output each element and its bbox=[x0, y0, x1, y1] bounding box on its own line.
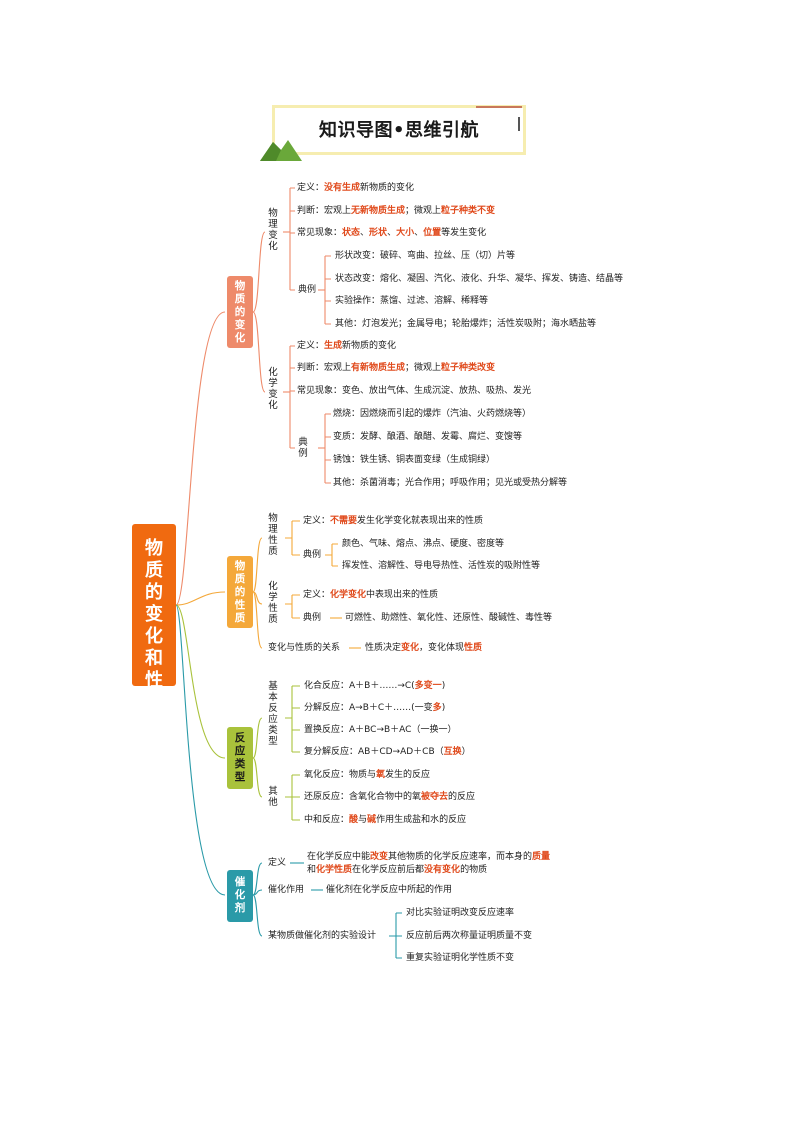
catalyst-experiment-item: 对比实验证明改变反应速率 bbox=[406, 908, 515, 918]
catalyst-definition-line2: 和化学性质在化学反应前后都没有变化的物质 bbox=[307, 865, 488, 875]
basic-reaction-item: 化合反应：A＋B＋……→C(多变一) bbox=[304, 681, 446, 691]
other-reaction-label: 其他 bbox=[268, 786, 278, 808]
category-reaction: 反应类型 bbox=[227, 727, 253, 789]
other-reaction-item: 还原反应：含氧化合物中的氧被夺去的反应 bbox=[304, 792, 476, 802]
phys-change-example: 其他：灯泡发光；金属导电；轮胎爆炸；活性炭吸附；海水晒盐等 bbox=[335, 319, 597, 329]
catalyst-definition-label: 定义 bbox=[268, 858, 287, 868]
title-banner bbox=[272, 105, 526, 155]
root-node: 物质的变化和性质 bbox=[132, 524, 176, 713]
catalyst-experiment-item: 重复实验证明化学性质不变 bbox=[406, 953, 515, 963]
phys-change-example: 实验操作：蒸馏、过滤、溶解、稀释等 bbox=[335, 296, 489, 306]
chem-change-definition: 定义：生成新物质的变化 bbox=[297, 341, 397, 351]
chem-property-typical-label: 典例 bbox=[303, 613, 322, 623]
chemical-property-label: 化学性质 bbox=[268, 581, 278, 625]
phys-change-example: 状态改变：熔化、凝固、汽化、液化、升华、凝华、挥发、铸造、结晶等 bbox=[335, 274, 624, 284]
physical-change-label: 物理变化 bbox=[268, 208, 278, 252]
chem-property-definition: 定义：化学变化中表现出来的性质 bbox=[303, 590, 439, 600]
basic-reaction-item: 分解反应：A→B＋C＋……(一变多) bbox=[304, 703, 446, 713]
basic-reaction-item: 复分解反应：AB＋CD→AD＋CB（互换） bbox=[304, 747, 471, 757]
chem-change-typical-label: 典例 bbox=[298, 437, 308, 459]
category-change: 物质的变化 bbox=[227, 276, 253, 348]
phys-property-typical-label: 典例 bbox=[303, 550, 322, 560]
phys-change-definition: 定义：没有生成新物质的变化 bbox=[297, 183, 415, 193]
catalyst-experiment-item: 反应前后两次称量证明质量不变 bbox=[406, 931, 533, 941]
category-property: 物质的性质 bbox=[227, 556, 253, 628]
chem-change-example: 锈蚀：铁生锈、铜表面变绿（生成铜绿） bbox=[333, 455, 496, 465]
phys-change-typical-label: 典例 bbox=[298, 285, 317, 295]
phys-change-example: 形状改变：破碎、弯曲、拉丝、压（切）片等 bbox=[335, 251, 516, 261]
phys-property-definition: 定义：不需要发生化学变化就表现出来的性质 bbox=[303, 516, 484, 526]
chemical-change-label: 化学变化 bbox=[268, 367, 278, 411]
basic-reaction-item: 置换反应：A＋BC→B＋AC（一换一） bbox=[304, 725, 457, 735]
phys-property-example: 颜色、气味、熔点、沸点、硬度、密度等 bbox=[342, 539, 505, 549]
other-reaction-item: 氧化反应：物质与氧发生的反应 bbox=[304, 770, 431, 780]
relation-label: 变化与性质的关系 bbox=[268, 643, 341, 653]
basic-reaction-label: 基本反应类型 bbox=[268, 681, 278, 747]
phys-property-example: 挥发性、溶解性、导电导热性、活性炭的吸附性等 bbox=[342, 561, 541, 571]
page-title: 知识导图•思维引航 bbox=[318, 120, 479, 141]
category-catalyst: 催化剂 bbox=[227, 870, 253, 922]
catalyst-definition-line1: 在化学反应中能改变其他物质的化学反应速率，而本身的质量 bbox=[307, 852, 551, 862]
title-accent-tick bbox=[518, 117, 520, 131]
phys-change-common: 常见现象：状态、形状、大小、位置等发生变化 bbox=[297, 228, 487, 238]
chem-change-common: 常见现象：变色、放出气体、生成沉淀、放热、吸热、发光 bbox=[297, 386, 532, 396]
chem-property-example: 可燃性、助燃性、氧化性、还原性、酸碱性、毒性等 bbox=[345, 613, 553, 623]
chem-change-judge: 判断：宏观上有新物质生成；微观上粒子种类改变 bbox=[297, 363, 496, 373]
chem-change-example: 燃烧：因燃烧而引起的爆炸（汽油、火药燃烧等） bbox=[333, 409, 532, 419]
title-accent-bar bbox=[476, 106, 522, 108]
catalyst-experiment-label: 某物质做催化剂的实验设计 bbox=[268, 931, 377, 941]
catalyst-role: 催化剂在化学反应中所起的作用 bbox=[326, 885, 453, 895]
chem-change-example: 其他：杀菌消毒；光合作用；呼吸作用；见光或受热分解等 bbox=[333, 478, 568, 488]
physical-property-label: 物理性质 bbox=[268, 513, 278, 557]
relation-text: 性质决定变化，变化体现性质 bbox=[365, 643, 483, 653]
catalyst-role-label: 催化作用 bbox=[268, 885, 305, 895]
mountain-icon bbox=[260, 140, 302, 161]
phys-change-judge: 判断：宏观上无新物质生成；微观上粒子种类不变 bbox=[297, 206, 496, 216]
other-reaction-item: 中和反应：酸与碱作用生成盐和水的反应 bbox=[304, 815, 467, 825]
chem-change-example: 变质：发酵、酿酒、酿醋、发霉、腐烂、变馊等 bbox=[333, 432, 523, 442]
